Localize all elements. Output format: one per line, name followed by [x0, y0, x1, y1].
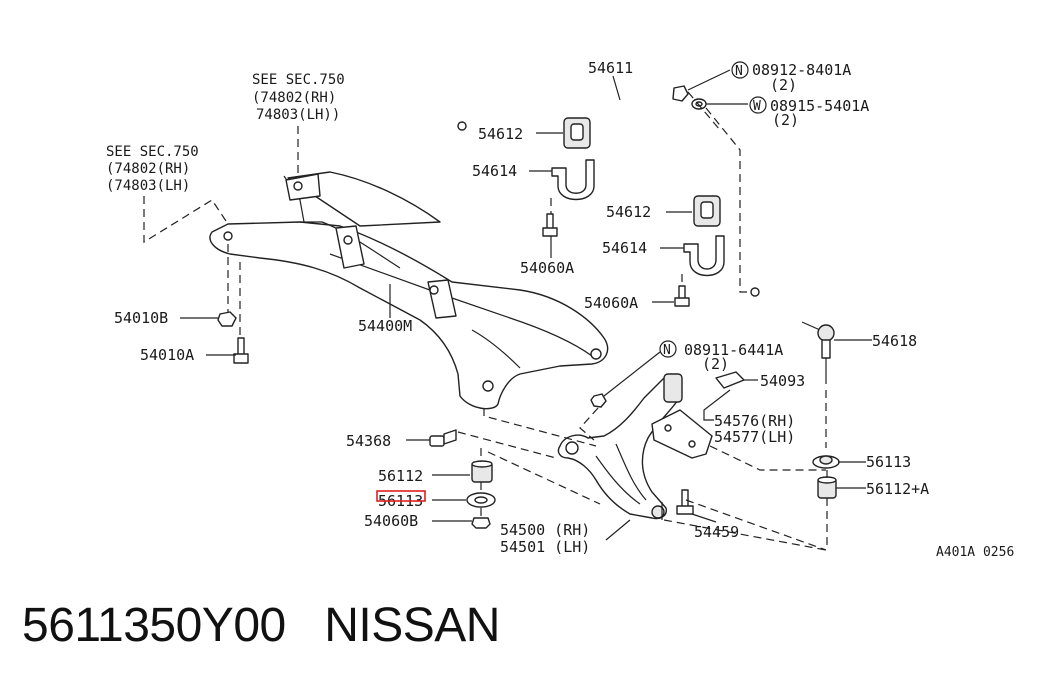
leader-lines	[143, 69, 872, 551]
bracket-54576	[651, 409, 713, 459]
label-54459: 54459	[694, 523, 739, 541]
label-nut1-code: 08912-8401A	[752, 61, 851, 79]
label-54060A-upper: 54060A	[520, 259, 574, 277]
ref-sec750-left-line2: (74802(RH)	[106, 161, 190, 177]
label-washer-letter: W	[753, 99, 761, 114]
label-54577: 54577(LH)	[714, 428, 795, 446]
seat-56113	[466, 492, 496, 508]
stabilizer-bushing-54612-lower	[693, 195, 721, 227]
bushing-clamp-54614-upper	[551, 159, 595, 201]
circle-n-icon	[731, 61, 749, 79]
label-54612-lower: 54612	[606, 203, 651, 221]
ref-sec750-left-line3: (74803(LH)	[106, 178, 190, 194]
circle-w-icon	[749, 96, 767, 114]
label-54060B: 54060B	[364, 512, 418, 530]
ref-sec750-upper-line1: SEE SEC.750	[252, 72, 345, 88]
label-54010A: 54010A	[140, 346, 194, 364]
label-nut2-code: 08911-6441A	[684, 341, 783, 359]
stabilizer-link-54618	[801, 321, 835, 384]
bushing-clamp-54614-lower	[683, 235, 725, 277]
part-caption: 5611350Y00 NISSAN	[22, 598, 500, 653]
label-54093: 54093	[760, 372, 805, 390]
label-54611: 54611	[588, 59, 633, 77]
label-nut2-letter: N	[663, 343, 671, 358]
bolt-54459	[676, 489, 694, 515]
nut-54060B	[471, 517, 491, 529]
washer-08915	[691, 98, 707, 110]
label-56112A: 56112+A	[866, 480, 929, 498]
label-54060A-lower: 54060A	[584, 294, 638, 312]
label-washer-code: 08915-5401A	[770, 97, 869, 115]
nut-54010B	[217, 311, 237, 327]
bolt-54010A	[233, 337, 249, 364]
label-nut1-qty: (2)	[770, 76, 797, 94]
label-54618: 54618	[872, 332, 917, 350]
nut-08912	[672, 85, 689, 102]
ref-sec750-left-line1: SEE SEC.750	[106, 144, 199, 160]
bolt-54060A-lower	[674, 285, 690, 307]
highlight-56113-box	[376, 490, 426, 502]
label-54010B: 54010B	[114, 309, 168, 327]
label-washer-qty: (2)	[772, 111, 799, 129]
label-nut1-letter: N	[735, 64, 743, 79]
bolt-54368	[429, 429, 457, 447]
stopper-54093	[715, 371, 745, 389]
seat-56113-right	[812, 455, 840, 469]
label-54614-lower: 54614	[602, 239, 647, 257]
diagram-code: A401A 0256	[936, 545, 1014, 560]
label-nut2-qty: (2)	[702, 355, 729, 373]
label-56113-right: 56113	[866, 453, 911, 471]
caption-part-number: 5611350Y00	[22, 599, 286, 652]
label-54501: 54501 (LH)	[500, 538, 590, 556]
circle-n2-icon	[659, 340, 677, 358]
labels: SEE SEC.750 (74802(RH) 74803(LH)) SEE SE…	[106, 59, 1014, 560]
stabilizer-bar	[457, 57, 863, 297]
label-56112: 56112	[378, 467, 423, 485]
label-54400M: 54400M	[358, 317, 412, 335]
label-54612-upper: 54612	[478, 125, 523, 143]
nut-08911	[590, 393, 607, 408]
label-54576: 54576(RH)	[714, 412, 795, 430]
label-54614-upper: 54614	[472, 162, 517, 180]
label-54368: 54368	[346, 432, 391, 450]
ref-sec750-upper-line3: 74803(LH))	[256, 107, 340, 123]
stabilizer-bushing-54612-upper	[563, 117, 591, 149]
ref-sec750-upper-line2: (74802(RH)	[252, 90, 336, 106]
label-54500: 54500 (RH)	[500, 521, 590, 539]
bushing-56112	[471, 460, 493, 483]
bushing-56112A	[817, 476, 837, 499]
lower-link-54500	[557, 373, 683, 520]
caption-brand: NISSAN	[324, 599, 500, 652]
crossmember-54400M	[209, 171, 609, 410]
bolt-54060A-upper	[542, 213, 558, 237]
